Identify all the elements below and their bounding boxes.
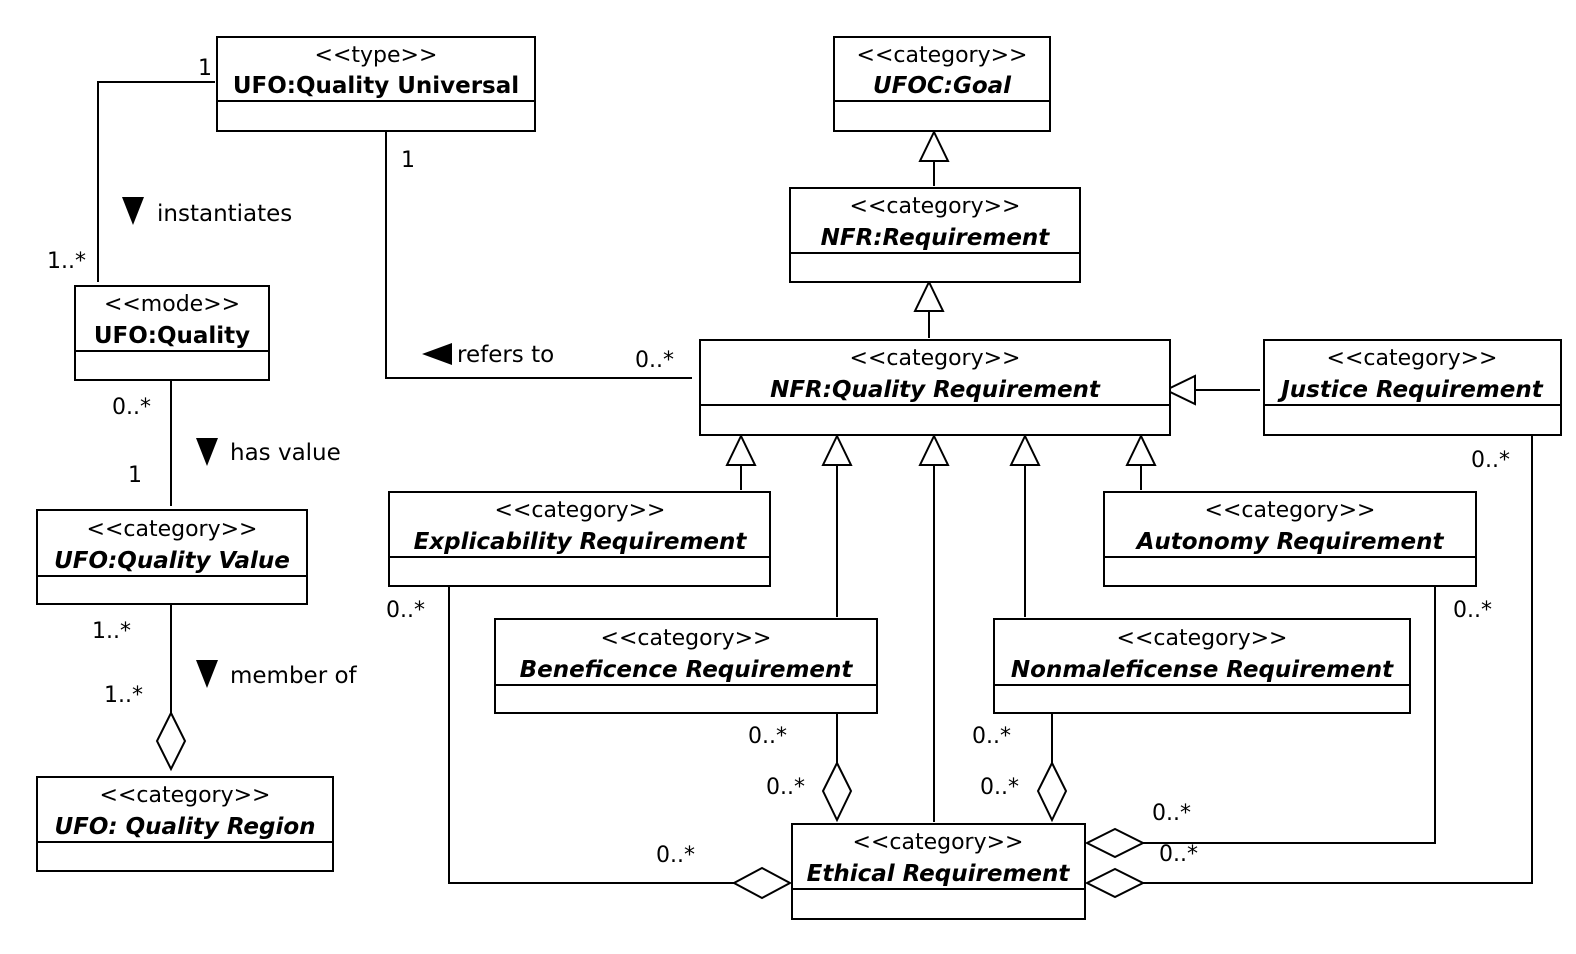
class-stereotype: <<category>>	[601, 626, 772, 651]
class-quality-universal[interactable]: <<type>> UFO:Quality Universal	[216, 36, 536, 132]
multiplicity: 0..*	[386, 598, 425, 623]
multiplicity: 0..*	[1159, 842, 1198, 867]
class-nonmaleficense-requirement[interactable]: <<category>> Nonmaleficense Requirement	[993, 618, 1411, 714]
class-stereotype: <<type>>	[315, 43, 438, 68]
multiplicity: 1	[128, 463, 142, 488]
explicability-aggregation-diamond	[731, 866, 793, 900]
class-explicability-requirement[interactable]: <<category>> Explicability Requirement	[388, 491, 771, 587]
beneficence-generalization-arrowhead	[821, 433, 853, 466]
class-quality-requirement[interactable]: <<category>> NFR:Quality Requirement	[699, 339, 1171, 436]
class-stereotype: <<category>>	[853, 830, 1024, 855]
class-quality[interactable]: <<mode>> UFO:Quality	[74, 285, 270, 381]
multiplicity: 0..*	[748, 724, 787, 749]
class-name: Nonmaleficense Requirement	[1011, 657, 1394, 683]
class-stereotype: <<category>>	[1205, 498, 1376, 523]
multiplicity: 1..*	[104, 683, 143, 708]
class-name: Autonomy Requirement	[1135, 529, 1445, 555]
class-stereotype: <<category>>	[1117, 626, 1288, 651]
class-goal[interactable]: <<category>> UFOC:Goal	[833, 36, 1051, 132]
class-ethical-requirement[interactable]: <<category>> Ethical Requirement	[791, 823, 1086, 920]
class-name: UFO:Quality	[94, 323, 250, 349]
multiplicity: 0..*	[635, 348, 674, 373]
class-name: NFR:Requirement	[821, 225, 1051, 251]
class-stereotype: <<mode>>	[104, 292, 240, 317]
class-name: Ethical Requirement	[807, 861, 1071, 887]
class-name: UFOC:Goal	[873, 73, 1012, 99]
instantiates-label: instantiates	[157, 201, 292, 227]
autonomy-aggregation-diamond	[1084, 827, 1146, 859]
multiplicity: 0..*	[980, 775, 1019, 800]
class-stereotype: <<category>>	[495, 498, 666, 523]
autonomy-generalization-arrowhead	[1125, 433, 1157, 466]
class-stereotype: <<category>>	[850, 194, 1021, 219]
class-justice-requirement[interactable]: <<category>> Justice Requirement	[1263, 339, 1562, 436]
refers-to-association	[385, 132, 692, 379]
class-name: Explicability Requirement	[414, 529, 748, 555]
class-stereotype: <<category>>	[100, 783, 271, 808]
multiplicity: 0..*	[1471, 448, 1510, 473]
class-beneficence-requirement[interactable]: <<category>> Beneficence Requirement	[494, 618, 878, 714]
member-of-label: member of	[230, 663, 358, 689]
ethical-generalization-arrowhead	[918, 433, 950, 466]
class-name: UFO:Quality Value	[54, 548, 290, 574]
class-name: NFR:Quality Requirement	[770, 377, 1101, 403]
autonomy-ethical-aggregation	[1142, 585, 1436, 844]
goal-generalization-arrowhead	[918, 129, 950, 162]
class-requirement[interactable]: <<category>> NFR:Requirement	[789, 187, 1081, 283]
class-name: Justice Requirement	[1277, 377, 1544, 403]
class-name: Beneficence Requirement	[520, 657, 854, 683]
class-autonomy-requirement[interactable]: <<category>> Autonomy Requirement	[1103, 491, 1477, 587]
class-name: UFO: Quality Region	[54, 814, 315, 840]
explicability-generalization-arrowhead	[725, 433, 757, 466]
multiplicity: 1..*	[92, 619, 131, 644]
requirement-generalization-arrowhead	[913, 279, 945, 312]
member-of-direction-arrow	[196, 660, 218, 688]
multiplicity: 1..*	[47, 249, 86, 274]
justice-generalization-arrowhead	[1163, 374, 1196, 406]
multiplicity: 0..*	[766, 775, 805, 800]
beneficence-aggregation-diamond	[821, 760, 853, 823]
multiplicity: 0..*	[1152, 801, 1191, 826]
refers-to-label: refers to	[457, 342, 554, 368]
class-name: UFO:Quality Universal	[233, 73, 519, 99]
refers-to-direction-arrow	[422, 343, 452, 365]
multiplicity: 0..*	[112, 395, 151, 420]
has-value-direction-arrow	[196, 438, 218, 466]
multiplicity: 1	[401, 148, 415, 173]
has-value-label: has value	[230, 440, 341, 466]
multiplicity: 0..*	[1453, 598, 1492, 623]
member-of-aggregation-diamond	[155, 710, 187, 772]
nonmaleficense-aggregation-diamond	[1036, 760, 1068, 823]
justice-ethical-aggregation	[1142, 432, 1533, 884]
class-quality-region[interactable]: <<category>> UFO: Quality Region	[36, 776, 334, 872]
multiplicity: 1	[198, 56, 212, 81]
class-quality-value[interactable]: <<category>> UFO:Quality Value	[36, 509, 308, 605]
class-stereotype: <<category>>	[1327, 346, 1498, 371]
instantiates-association	[97, 81, 215, 282]
justice-aggregation-diamond	[1084, 867, 1146, 899]
class-stereotype: <<category>>	[850, 346, 1021, 371]
multiplicity: 0..*	[656, 843, 695, 868]
class-stereotype: <<category>>	[87, 517, 258, 542]
explicability-ethical-aggregation	[448, 585, 734, 884]
nonmaleficense-generalization-arrowhead	[1009, 433, 1041, 466]
instantiates-direction-arrow	[122, 197, 144, 225]
class-stereotype: <<category>>	[857, 43, 1028, 68]
multiplicity: 0..*	[972, 724, 1011, 749]
